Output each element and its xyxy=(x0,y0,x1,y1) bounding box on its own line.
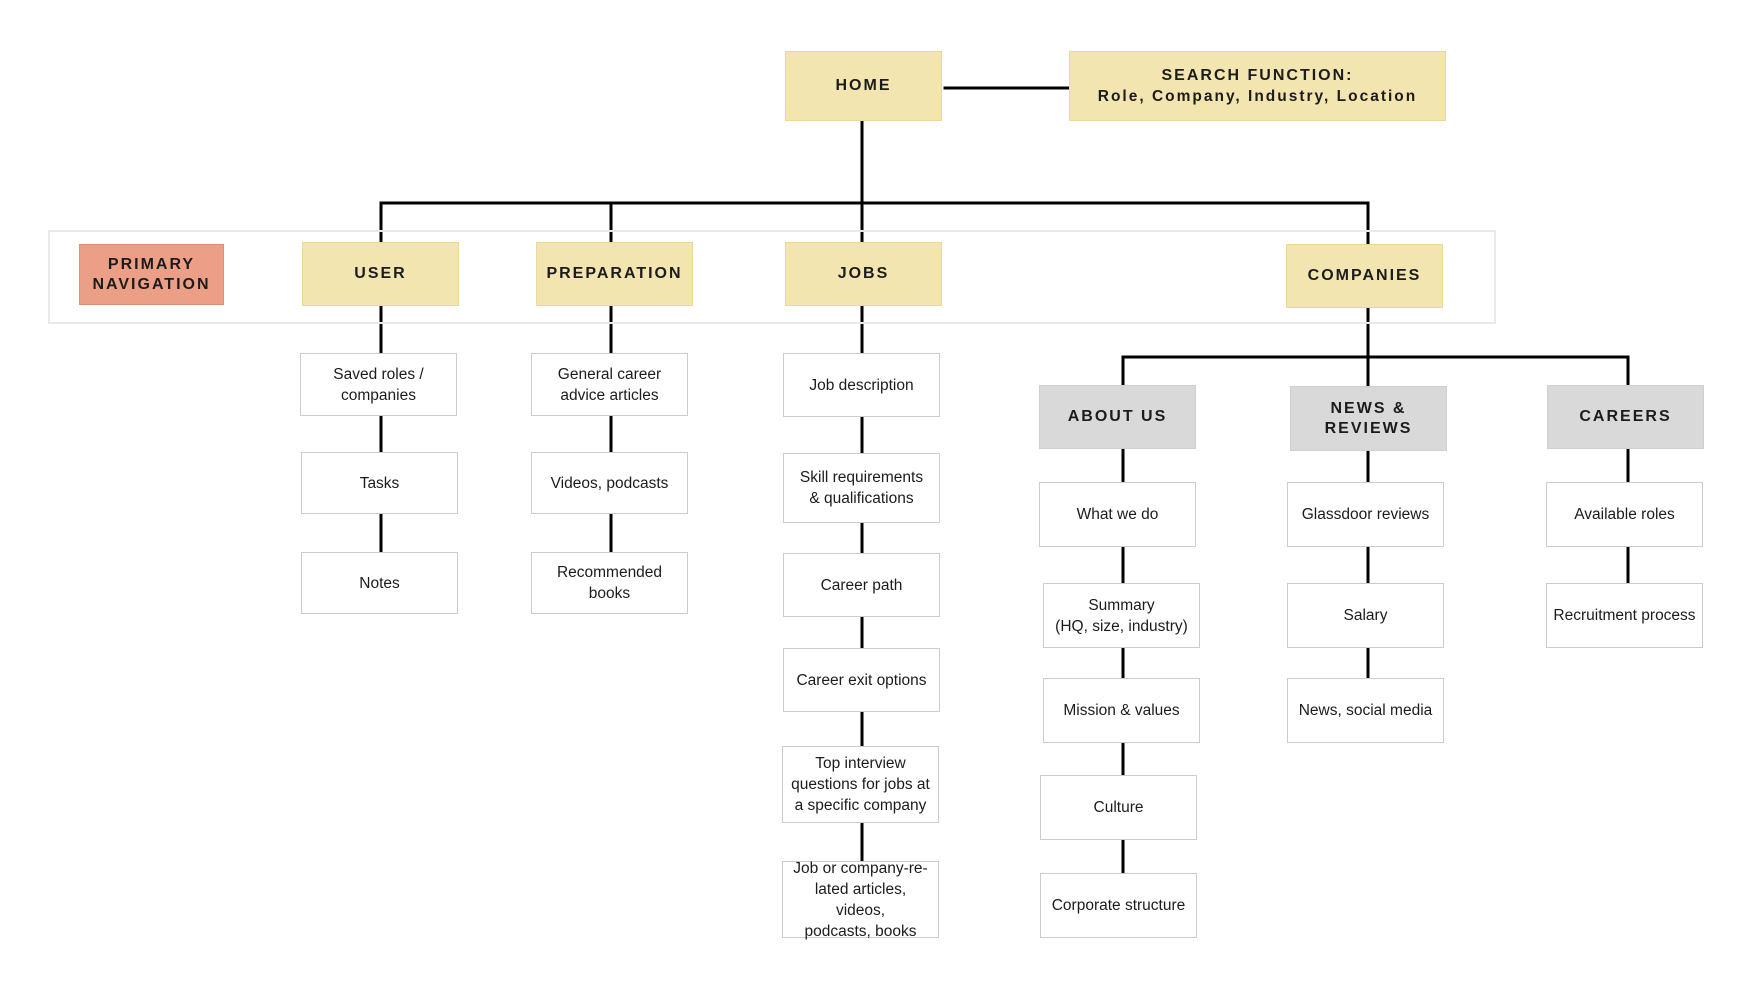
news-item-social-media[interactable]: News, social media xyxy=(1287,678,1444,743)
news-reviews-label: NEWS & REVIEWS xyxy=(1324,399,1413,437)
news-item-glassdoor-reviews[interactable]: Glassdoor reviews xyxy=(1287,482,1444,547)
careers-item-text: Available roles xyxy=(1574,506,1675,523)
news-reviews-node[interactable]: NEWS & REVIEWS xyxy=(1290,386,1447,451)
search-subtitle: Role, Company, Industry, Location xyxy=(1097,88,1418,105)
jobs-item-job-description[interactable]: Job description xyxy=(783,353,940,417)
preparation-item-career-advice[interactable]: General career advice articles xyxy=(531,353,688,416)
careers-item-text: Recruitment process xyxy=(1553,607,1696,624)
preparation-item-text: General career advice articles xyxy=(557,365,662,404)
companies-node[interactable]: COMPANIES xyxy=(1286,244,1443,308)
companies-label: COMPANIES xyxy=(1307,267,1422,284)
about-us-item-text: Culture xyxy=(1093,799,1144,816)
news-item-text: Glassdoor reviews xyxy=(1301,506,1430,523)
user-item-text: Tasks xyxy=(359,474,400,492)
careers-item-available-roles[interactable]: Available roles xyxy=(1546,482,1703,547)
about-us-item-text: Summary (HQ, size, industry) xyxy=(1055,596,1188,635)
news-item-text: News, social media xyxy=(1298,702,1433,719)
about-us-item-culture[interactable]: Culture xyxy=(1040,775,1197,840)
jobs-item-text: Job description xyxy=(809,376,914,394)
jobs-item-text: Skill requirements & qualifications xyxy=(799,469,924,507)
about-us-item-text: Corporate structure xyxy=(1051,897,1186,914)
jobs-item-career-path[interactable]: Career path xyxy=(783,553,940,617)
primary-navigation-label: PRIMARY NAVIGATION xyxy=(79,244,224,305)
user-item-saved-roles[interactable]: Saved roles / companies xyxy=(300,353,457,416)
jobs-item-text: Job or company-re- lated articles, video… xyxy=(793,859,928,940)
jobs-node[interactable]: JOBS xyxy=(785,242,942,306)
careers-node[interactable]: CAREERS xyxy=(1547,385,1704,449)
jobs-item-text: Career exit options xyxy=(796,671,927,689)
about-us-item-mission-values[interactable]: Mission & values xyxy=(1043,678,1200,743)
jobs-label: JOBS xyxy=(837,265,890,282)
user-item-text: Saved roles / companies xyxy=(333,365,424,404)
about-us-item-summary[interactable]: Summary (HQ, size, industry) xyxy=(1043,583,1200,648)
news-item-text: Salary xyxy=(1343,607,1388,624)
home-label: HOME xyxy=(835,77,892,94)
preparation-label: PREPARATION xyxy=(546,265,683,282)
preparation-item-videos-podcasts[interactable]: Videos, podcasts xyxy=(531,452,688,514)
search-title: SEARCH FUNCTION: xyxy=(1161,67,1354,84)
user-item-text: Notes xyxy=(359,574,400,592)
preparation-item-text: Videos, podcasts xyxy=(550,474,669,492)
careers-item-recruitment-process[interactable]: Recruitment process xyxy=(1546,583,1703,648)
careers-label: CAREERS xyxy=(1579,408,1672,425)
about-us-item-corporate-structure[interactable]: Corporate structure xyxy=(1040,873,1197,938)
about-us-node[interactable]: ABOUT US xyxy=(1039,385,1196,449)
jobs-item-interview-questions[interactable]: Top interview questions for jobs at a sp… xyxy=(782,746,939,823)
about-us-item-text: What we do xyxy=(1076,506,1159,523)
search-function-node[interactable]: SEARCH FUNCTION: Role, Company, Industry… xyxy=(1069,51,1446,121)
jobs-item-text: Top interview questions for jobs at a sp… xyxy=(791,755,930,814)
user-node[interactable]: USER xyxy=(302,242,459,306)
user-label: USER xyxy=(354,265,407,282)
home-node[interactable]: HOME xyxy=(785,51,942,121)
about-us-item-text: Mission & values xyxy=(1063,702,1180,719)
preparation-item-text: Recommended books xyxy=(556,564,663,602)
jobs-item-skill-requirements[interactable]: Skill requirements & qualifications xyxy=(783,453,940,523)
user-item-tasks[interactable]: Tasks xyxy=(301,452,458,514)
primary-navigation-text: PRIMARY NAVIGATION xyxy=(92,255,211,293)
news-item-salary[interactable]: Salary xyxy=(1287,583,1444,648)
jobs-item-career-exit-options[interactable]: Career exit options xyxy=(783,648,940,712)
primary-navigation-band xyxy=(48,230,1496,324)
user-item-notes[interactable]: Notes xyxy=(301,552,458,614)
jobs-item-related-articles[interactable]: Job or company-re- lated articles, video… xyxy=(782,860,939,940)
about-us-item-what-we-do[interactable]: What we do xyxy=(1039,482,1196,547)
jobs-item-text: Career path xyxy=(820,576,903,594)
about-us-label: ABOUT US xyxy=(1067,408,1168,425)
preparation-node[interactable]: PREPARATION xyxy=(536,242,693,306)
preparation-item-recommended-books[interactable]: Recommended books xyxy=(531,552,688,614)
